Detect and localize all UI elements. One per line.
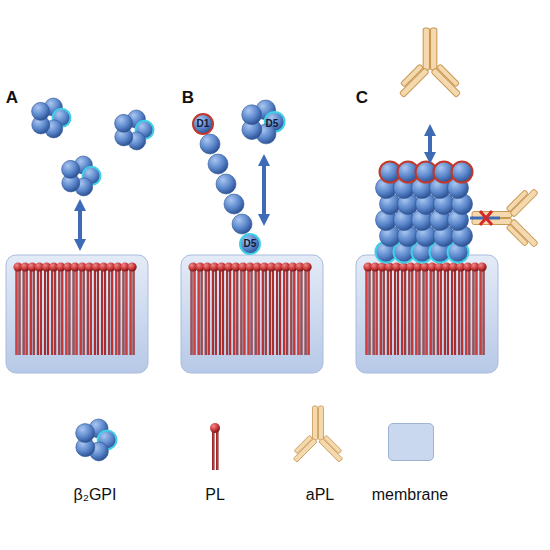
domain-sphere [452, 162, 473, 183]
beta2gpi-closed [76, 419, 117, 461]
equilibrium-arrow [428, 130, 432, 158]
equilibrium-arrow [78, 205, 82, 245]
membrane [356, 255, 498, 373]
domain-sphere [216, 174, 236, 194]
legend-swatch [388, 423, 434, 461]
phospholipid-layer [13, 262, 136, 355]
domain-sphere [76, 424, 95, 443]
phospholipid-layer [188, 262, 311, 355]
phospholipid-layer [363, 262, 486, 355]
domain-sphere [62, 160, 80, 178]
domain-label: D5 [266, 119, 279, 129]
domain-sphere [242, 105, 262, 125]
beta2gpi-closed [242, 100, 285, 144]
legend-text: PL [205, 487, 225, 503]
legend-text: aPL [306, 487, 334, 503]
membrane [181, 255, 323, 373]
panel-letter: C [356, 89, 368, 106]
beta2gpi-closed [115, 110, 154, 150]
equilibrium-arrow [262, 160, 266, 220]
panel-letter: B [182, 89, 194, 106]
antibody [399, 28, 460, 97]
domain-sphere [115, 114, 133, 132]
panel-letter: A [6, 89, 18, 106]
no-binding-cross [480, 211, 492, 225]
domain-d1 [193, 114, 213, 134]
domain-sphere [224, 194, 244, 214]
membrane [6, 255, 148, 373]
domain-label: D5 [244, 239, 257, 249]
beta2gpi-closed [32, 98, 71, 138]
domain-sphere [200, 134, 220, 154]
antibody [293, 406, 343, 462]
domain-sphere [240, 234, 260, 254]
legend-text: membrane [372, 487, 448, 503]
legend-text: β₂GPI [74, 487, 117, 503]
beta2gpi-closed [62, 156, 101, 196]
legend-pl-icon [210, 423, 220, 470]
domain-sphere [32, 102, 50, 120]
domain-sphere [232, 214, 252, 234]
domain-label: D1 [197, 119, 210, 129]
domain-sphere [208, 154, 228, 174]
domain-sphere [265, 112, 285, 132]
